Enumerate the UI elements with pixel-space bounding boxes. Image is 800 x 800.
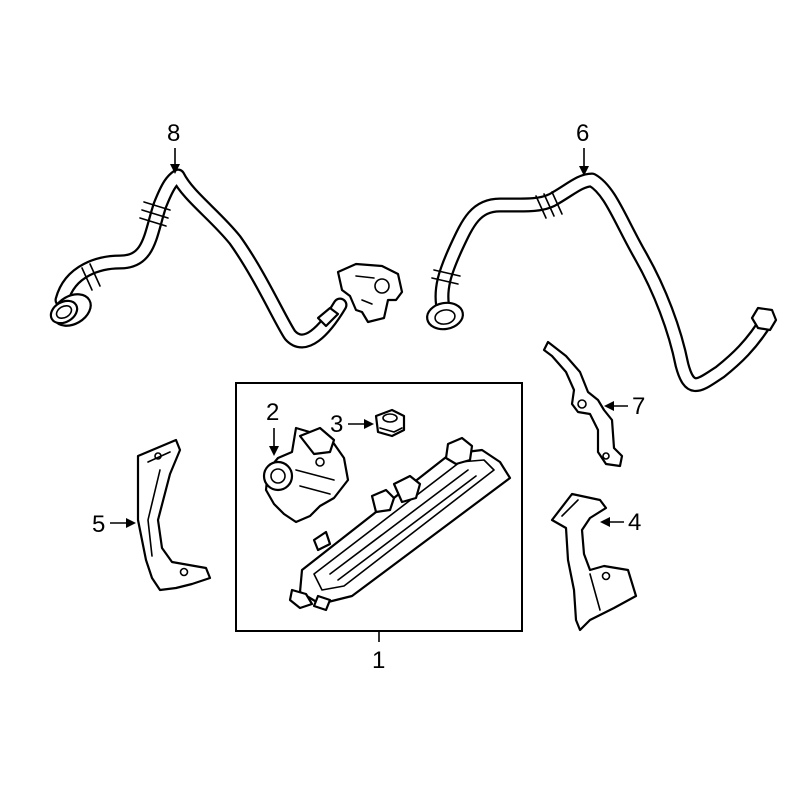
part-8-bracket-fitting <box>336 262 404 324</box>
part-8-clamp <box>139 201 171 227</box>
callout-1: 1 <box>372 631 385 674</box>
callout-3-label: 3 <box>330 411 343 438</box>
callout-3: 3 <box>330 411 374 438</box>
callout-7: 7 <box>604 393 645 420</box>
part-6-hose[interactable] <box>425 172 778 393</box>
part-4-bracket[interactable] <box>550 492 638 632</box>
callout-4-label: 4 <box>628 509 641 536</box>
callout-2-label: 2 <box>266 399 279 426</box>
part-3-nut[interactable] <box>374 408 406 438</box>
part-8-hose-end-fitting <box>49 263 101 327</box>
callout-6: 6 <box>576 120 589 176</box>
part-2-valve[interactable] <box>262 426 350 524</box>
callout-8-label: 8 <box>167 120 180 147</box>
part-1-cooler[interactable] <box>288 436 512 612</box>
callout-7-label: 7 <box>632 393 645 420</box>
part-5-bracket[interactable] <box>136 438 212 592</box>
part-8-hose[interactable] <box>47 168 404 349</box>
callout-2: 2 <box>266 399 279 456</box>
callout-4: 4 <box>600 509 641 536</box>
callout-5: 5 <box>92 511 136 538</box>
callout-1-label: 1 <box>372 647 385 674</box>
part-7-bracket[interactable] <box>542 340 624 468</box>
part-6-hose-end-fitting <box>426 269 464 331</box>
callout-8: 8 <box>167 120 180 174</box>
part-6-clamp <box>535 191 563 219</box>
part-8-coupling <box>316 306 340 328</box>
callout-6-label: 6 <box>576 120 589 147</box>
part-6-tube-end <box>750 306 778 332</box>
callout-5-label: 5 <box>92 511 105 538</box>
